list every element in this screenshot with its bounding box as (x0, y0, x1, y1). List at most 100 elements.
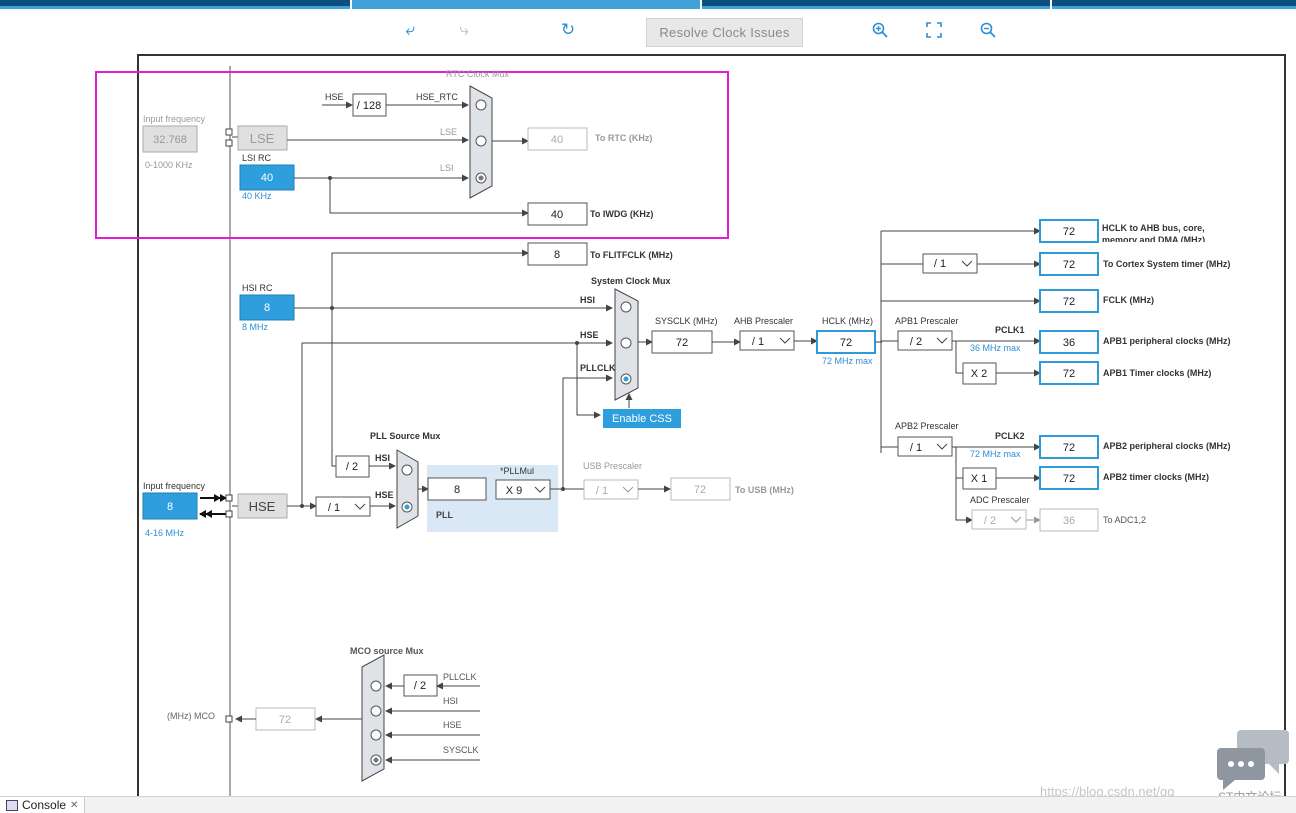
to-rtc-label: To RTC (KHz) (595, 133, 652, 143)
ahb-prescaler-select[interactable] (739, 330, 795, 351)
pll-label: PLL (436, 510, 454, 520)
usb-field[interactable] (670, 477, 731, 501)
hsi-rc-label: HSI RC (242, 283, 273, 293)
hse-input-range: 4-16 MHz (145, 528, 185, 538)
lsi-rc-label: LSI RC (242, 153, 272, 163)
adc-field[interactable] (1039, 508, 1099, 532)
console-panel: Console ✕ (0, 796, 1296, 813)
mco-radio-hse[interactable] (370, 729, 382, 741)
mco-mux-title: MCO source Mux (350, 646, 424, 656)
rtc-hse-label: HSE (325, 92, 344, 102)
lse-label: LSE (250, 131, 275, 146)
sysmux-radio-hsi[interactable] (620, 301, 632, 313)
adc-prescaler-label: ADC Prescaler (970, 495, 1030, 505)
hse-label: HSE (249, 499, 276, 514)
tab-strip-2[interactable] (352, 0, 700, 9)
tab-strip-1[interactable] (0, 0, 350, 9)
mco-hsi-label: HSI (443, 696, 458, 706)
mco-radio-pllclk[interactable] (370, 680, 382, 692)
zoom-in-icon[interactable] (868, 18, 892, 42)
sysmux-radio-hse[interactable] (620, 337, 632, 349)
apb2-timer-value: 72 (1063, 473, 1075, 485)
fclk-field[interactable] (1039, 289, 1099, 313)
to-iwdg-field[interactable] (527, 202, 588, 226)
chevron-down-icon (534, 486, 546, 493)
to-rtc-field[interactable] (527, 127, 588, 151)
sysmux-hse-label: HSE (580, 330, 599, 340)
mco-radio-hsi[interactable] (370, 705, 382, 717)
chat-bubbles-icon (1217, 730, 1289, 790)
hse-input-frequency-label: Input frequency (143, 481, 206, 491)
lse-input-range: 0-1000 KHz (145, 160, 193, 170)
close-icon[interactable]: ✕ (70, 799, 79, 811)
rtc-mux-lsi-input: LSI (440, 163, 454, 173)
redo-icon[interactable]: ⤷ (459, 20, 469, 39)
usb-prescaler-label: USB Prescaler (583, 461, 642, 471)
apb2-timer-multiplier-value: X 1 (971, 473, 988, 485)
pll-mul-value: X 9 (506, 485, 523, 497)
tab-strip-3[interactable] (702, 0, 1050, 9)
apb2-timer-field[interactable] (1039, 466, 1099, 490)
pll-mux-hse-label: HSE (375, 490, 394, 500)
console-tab[interactable]: Console ✕ (0, 797, 86, 813)
refresh-icon[interactable]: ↻ (560, 20, 576, 39)
cortex-divider-select[interactable] (922, 253, 978, 274)
resolve-clock-issues-button[interactable]: Resolve Clock Issues (646, 18, 803, 47)
sysmux-hsi-label: HSI (580, 295, 595, 305)
pll-source-mux[interactable] (396, 449, 419, 529)
fclk-label: FCLK (MHz) (1103, 295, 1154, 305)
usb-prescaler-value: / 1 (596, 485, 608, 497)
ahb-prescaler-value: / 1 (752, 336, 764, 348)
hse-input-frequency-value: 8 (167, 501, 173, 513)
apb1-timer-value: 72 (1063, 368, 1075, 380)
lse-input-frequency-field[interactable] (142, 125, 198, 153)
enable-css-label: Enable CSS (612, 413, 672, 425)
hclk-ahb-label-wrap: HCLK to AHB bus, core, memory and DMA (M… (1102, 223, 1205, 242)
pll-input-field[interactable] (427, 477, 487, 501)
pclk1-label: PCLK1 (995, 325, 1025, 335)
pll-source-mux-title: PLL Source Mux (370, 431, 440, 441)
apb1-prescaler-value: / 2 (910, 336, 922, 348)
rtc-mux-lse-input: LSE (440, 127, 457, 137)
to-iwdg-label: To IWDG (KHz) (590, 209, 653, 219)
hse-input-frequency-field[interactable] (142, 492, 198, 520)
chevron-down-icon (622, 486, 634, 493)
apb1-peripheral-value: 36 (1063, 337, 1075, 349)
apb2-prescaler-label: APB2 Prescaler (895, 421, 959, 431)
cortex-timer-field[interactable] (1039, 252, 1099, 276)
apb1-timer-label: APB1 Timer clocks (MHz) (1103, 368, 1211, 378)
mco-label: (MHz) MCO (167, 711, 215, 721)
pll-mux-radio-hsi[interactable] (401, 464, 413, 476)
pclk2-max: 72 MHz max (970, 449, 1021, 459)
adc-value: 36 (1063, 515, 1075, 527)
pll-mul-label: *PLLMul (500, 466, 534, 476)
tab-strip-4[interactable] (1052, 0, 1296, 9)
enable-css-button[interactable] (603, 409, 681, 428)
mco-sysclk-label: SYSCLK (443, 745, 479, 755)
chevron-down-icon (779, 337, 791, 344)
apb1-peripheral-field[interactable] (1039, 330, 1099, 354)
apb2-peripheral-field[interactable] (1039, 435, 1099, 459)
lsi-rc-value: 40 (261, 172, 273, 184)
hsi-div2-value: / 2 (346, 461, 358, 473)
cortex-timer-value: 72 (1063, 259, 1075, 271)
apb1-timer-field[interactable] (1039, 361, 1099, 385)
chevron-down-icon (1010, 516, 1022, 523)
fit-icon[interactable] (922, 18, 946, 42)
adc-prescaler-value: / 2 (984, 515, 996, 527)
apb1-prescaler-label: APB1 Prescaler (895, 316, 959, 326)
usb-value: 72 (694, 484, 706, 496)
undo-icon[interactable]: ⤶ (405, 20, 415, 39)
rtc-mux-radio-hse[interactable] (475, 99, 487, 111)
chevron-down-icon (936, 443, 948, 450)
hclk-ahb-field[interactable] (1039, 219, 1099, 243)
zoom-out-icon[interactable] (976, 18, 1000, 42)
hclk-label: HCLK (MHz) (822, 316, 873, 326)
mco-pllclk-label: PLLCLK (443, 672, 477, 682)
hse-divider-value: / 1 (328, 502, 340, 514)
flitfclk-field[interactable] (527, 242, 588, 266)
to-rtc-value: 40 (551, 134, 563, 146)
rtc-mux-radio-lse[interactable] (475, 135, 487, 147)
system-clock-mux-title: System Clock Mux (591, 276, 671, 286)
lse-block[interactable] (237, 125, 288, 151)
